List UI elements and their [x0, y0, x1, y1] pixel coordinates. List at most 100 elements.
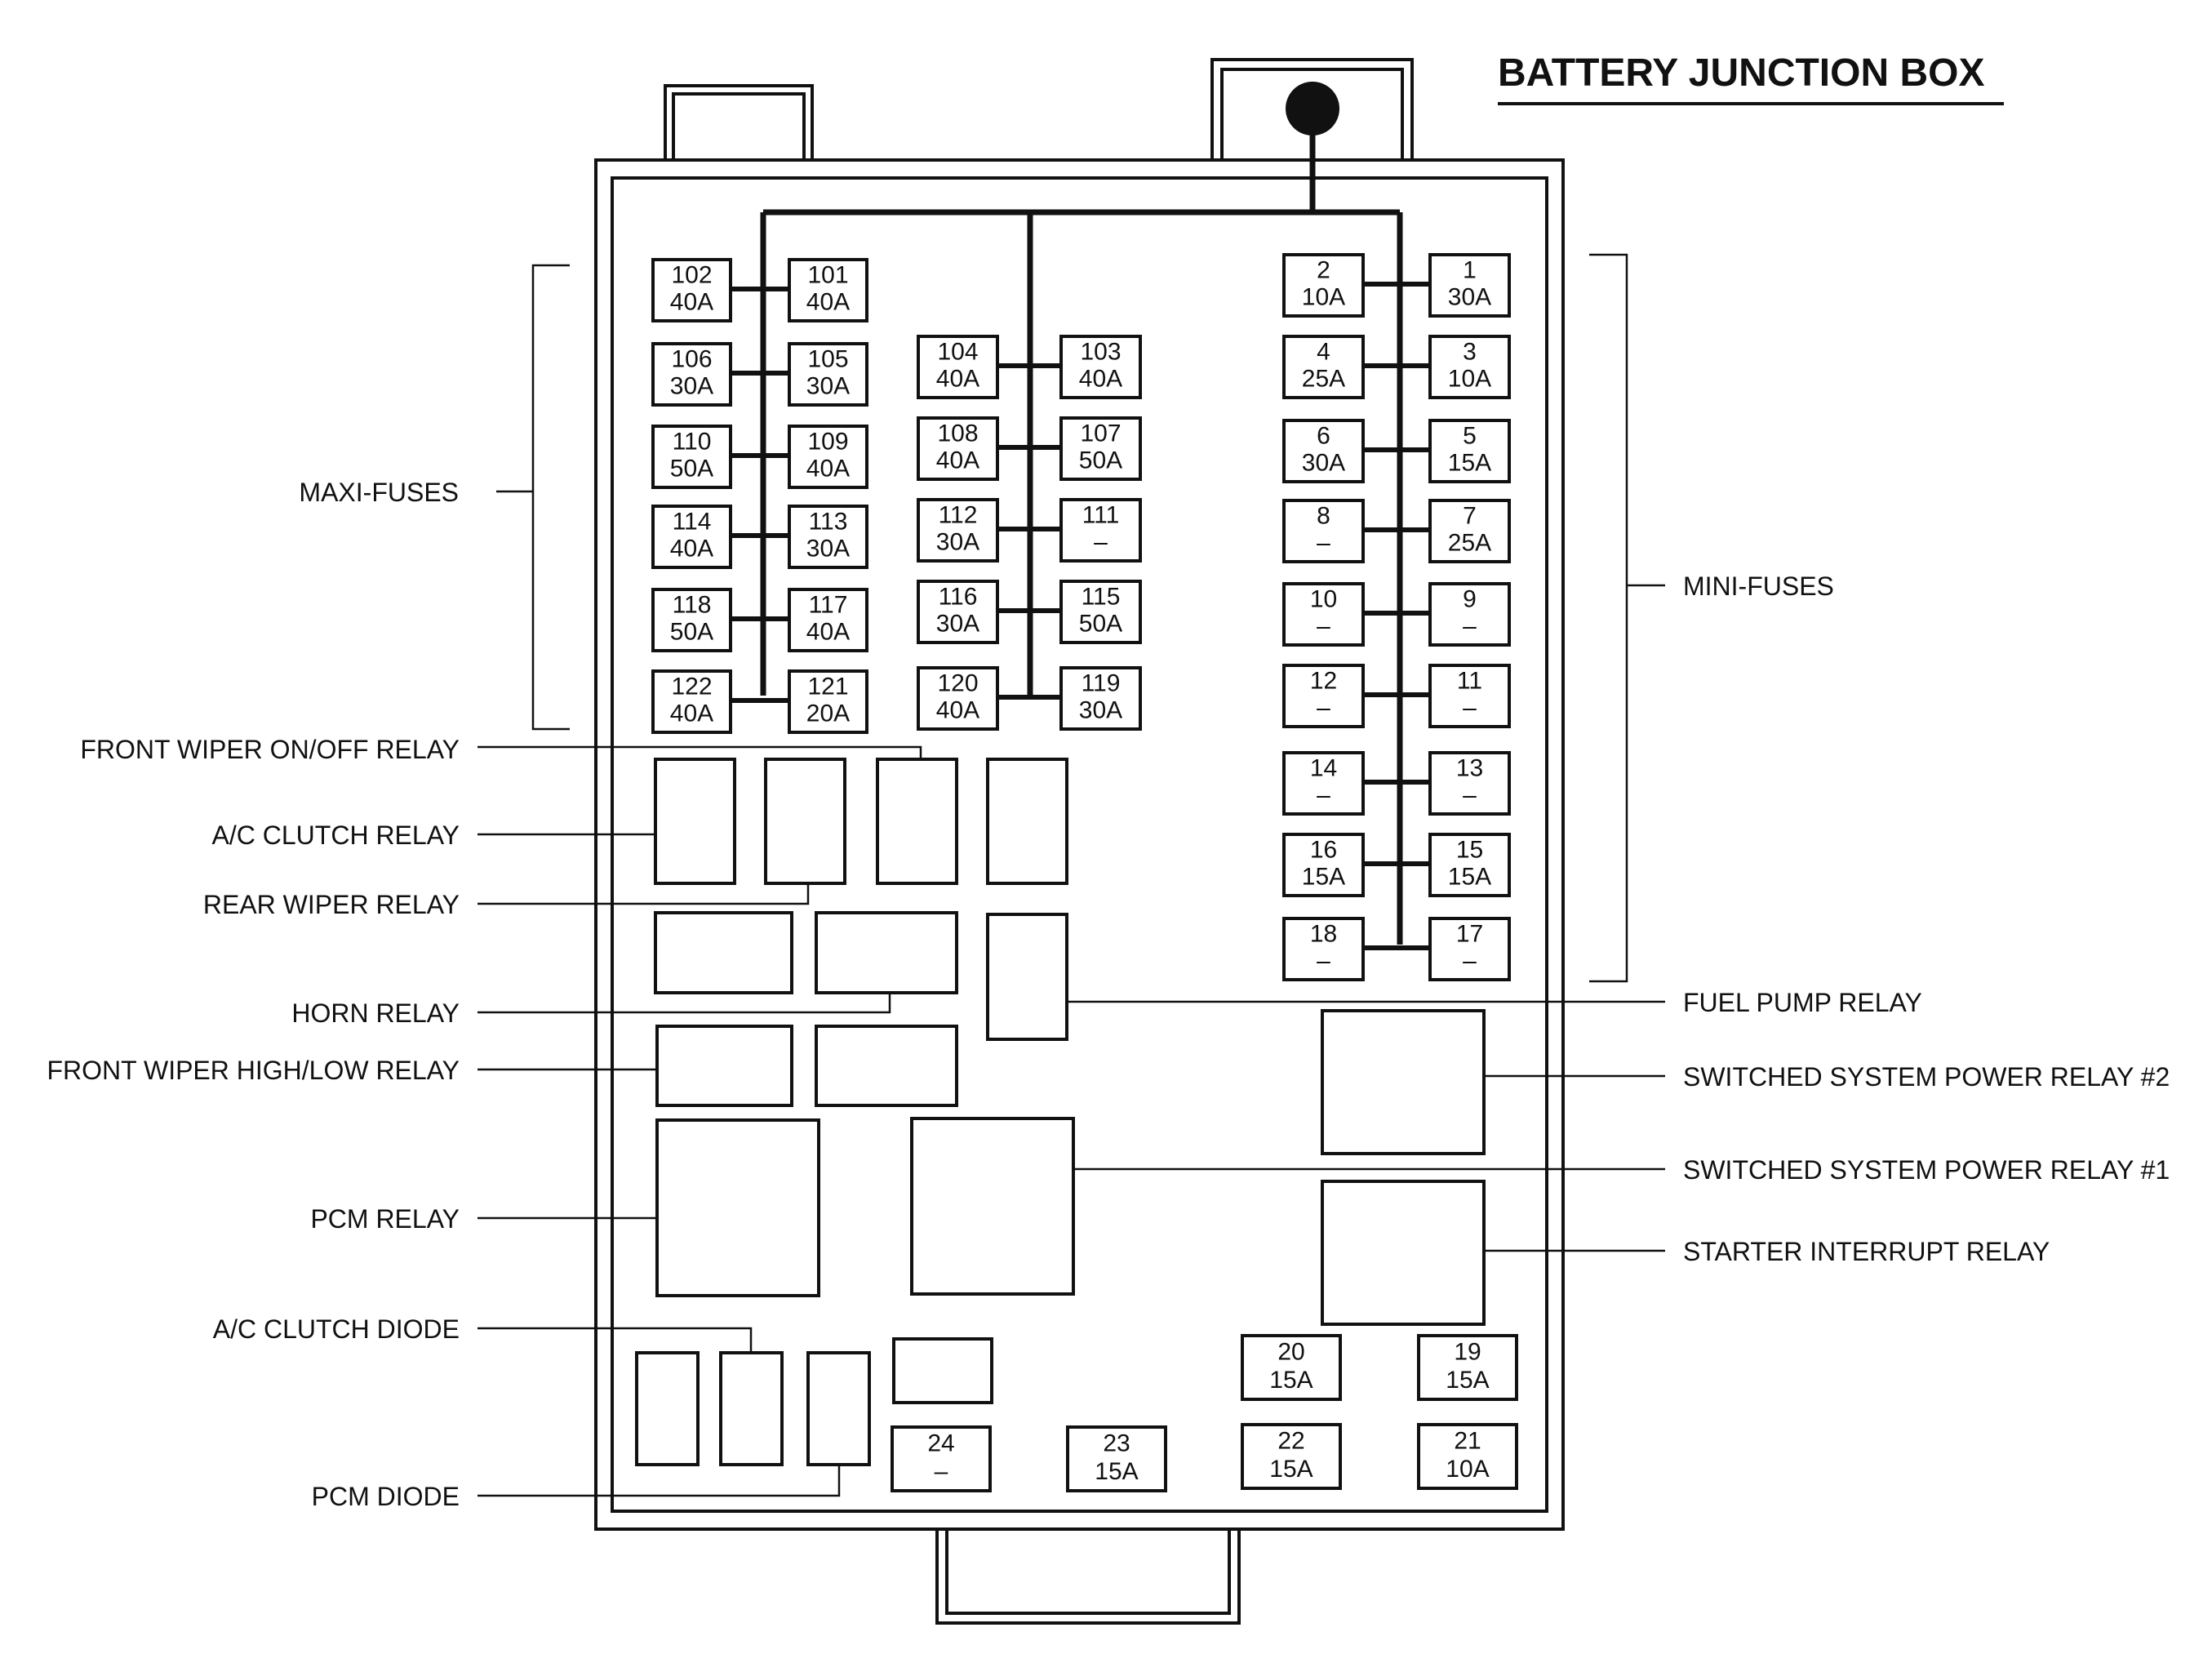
- fuse-rating: –: [1463, 948, 1477, 975]
- top-left-tab: [664, 84, 814, 163]
- fuse-rating: 15A: [1448, 864, 1491, 891]
- mini-fuse-14: 14–: [1282, 751, 1365, 816]
- starter-interrupt-relay-label: STARTER INTERRUPT RELAY: [1683, 1237, 2050, 1266]
- fuse-number: 15: [1456, 837, 1483, 864]
- fuse-number: 14: [1310, 755, 1337, 782]
- fuse-rating: 40A: [670, 536, 713, 563]
- fuse-number: 8: [1317, 503, 1330, 530]
- fuse-number: 21: [1454, 1428, 1481, 1455]
- fuse-number: 108: [937, 420, 978, 447]
- fuse-number: 122: [671, 674, 712, 700]
- fuse-number: 112: [939, 502, 978, 529]
- fuse-rating: –: [1463, 782, 1477, 809]
- fuse-number: 101: [807, 262, 848, 289]
- ssp-relay-2-label: SWITCHED SYSTEM POWER RELAY #2: [1683, 1062, 2170, 1092]
- fuse-rating: –: [935, 1458, 948, 1485]
- fuse-rating: 40A: [806, 456, 850, 482]
- pcm-relay-block: [655, 1118, 820, 1297]
- fuse-number: 23: [1103, 1430, 1130, 1457]
- ac-clutch-relay-label: A/C CLUTCH RELAY: [211, 820, 460, 850]
- fuse-outline: [917, 580, 999, 644]
- fuse-rating: 15A: [1269, 1456, 1313, 1483]
- front-wiper-highlow-relay-block: [655, 1025, 793, 1107]
- fuse-rating: 30A: [670, 373, 713, 400]
- horn-relay-label: HORN RELAY: [291, 998, 460, 1028]
- fuse-rating: 50A: [670, 456, 713, 482]
- fuse-outline: [1059, 580, 1142, 644]
- relay-block-lower-mid: [815, 1025, 958, 1107]
- fuse-rating: 10A: [1446, 1456, 1489, 1483]
- fuse-number: 5: [1463, 423, 1477, 450]
- pcm-diode-label: PCM DIODE: [311, 1482, 460, 1511]
- fuse-rating: –: [1463, 613, 1477, 640]
- fuse-outline: [1059, 335, 1142, 399]
- fuse-outline: [1282, 917, 1365, 981]
- fuse-outline: [1428, 917, 1511, 981]
- fuse-outline: [1282, 419, 1365, 483]
- fuse-number: 19: [1454, 1339, 1481, 1366]
- small-block-bottom: [892, 1337, 993, 1404]
- bottom-tab-inner: [945, 1527, 1231, 1615]
- fuse-rating: –: [1317, 530, 1330, 557]
- fuse-rating: 25A: [1448, 530, 1491, 557]
- fuse-number: 117: [809, 592, 848, 619]
- fuse-outline: [651, 425, 732, 489]
- fuse-number: 9: [1463, 586, 1477, 613]
- diagram-title: BATTERY JUNCTION BOX: [1498, 51, 1985, 95]
- ssp-relay-1-label: SWITCHED SYSTEM POWER RELAY #1: [1683, 1155, 2170, 1185]
- mini-fuse-10: 10–: [1282, 582, 1365, 647]
- fuse-outline: [917, 335, 999, 399]
- fuse-outline: [1428, 751, 1511, 816]
- fuse-rating: 40A: [936, 366, 979, 393]
- fuse-outline: [1059, 416, 1142, 481]
- fuse-outline: [1428, 499, 1511, 563]
- fuse-outline: [1417, 1334, 1518, 1401]
- fuse-outline: [1428, 335, 1511, 399]
- fuse-outline: [891, 1425, 992, 1492]
- fuse-rating: 10A: [1302, 284, 1345, 311]
- fuse-number: 111: [1082, 502, 1120, 529]
- fuse-outline: [1428, 419, 1511, 483]
- pcm-relay-label: PCM RELAY: [310, 1204, 460, 1234]
- fuel-pump-relay-label: FUEL PUMP RELAY: [1683, 988, 1922, 1017]
- fuse-outline: [1241, 1423, 1342, 1490]
- housing-inner: [611, 176, 1548, 1513]
- fuse-rating: 40A: [806, 289, 850, 316]
- fuse-number: 115: [1082, 584, 1121, 611]
- mini-fuse-18: 18–: [1282, 917, 1365, 981]
- fuse-outline: [917, 498, 999, 563]
- fuse-outline: [651, 342, 732, 407]
- fuse-outline: [917, 666, 999, 731]
- fuse-rating: –: [1317, 948, 1330, 975]
- ssp-relay-2-block: [1321, 1009, 1486, 1155]
- fuse-rating: 40A: [806, 619, 850, 646]
- fuse-number: 104: [937, 339, 978, 366]
- fuse-number: 109: [807, 429, 848, 456]
- fuse-24: 24–: [891, 1425, 992, 1492]
- fuse-rating: 40A: [936, 447, 979, 474]
- mini-fuse-9: 9–: [1428, 582, 1511, 647]
- fuse-rating: –: [1317, 782, 1330, 809]
- ac-clutch-diode-label: A/C CLUTCH DIODE: [212, 1314, 460, 1344]
- fuse-number: 110: [673, 429, 712, 456]
- maxi-fuses-label: MAXI-FUSES: [299, 478, 459, 507]
- fuse-number: 120: [937, 670, 978, 697]
- horn-relay-block: [815, 911, 958, 994]
- fuse-number: 107: [1080, 420, 1121, 447]
- rear-wiper-relay-label: REAR WIPER RELAY: [202, 890, 460, 919]
- fuse-rating: 15A: [1269, 1367, 1313, 1394]
- fuse-outline: [651, 258, 732, 322]
- front-wiper-onoff-relay-block: [876, 758, 958, 885]
- fuse-rating: 15A: [1302, 864, 1345, 891]
- fuse-outline: [1428, 833, 1511, 897]
